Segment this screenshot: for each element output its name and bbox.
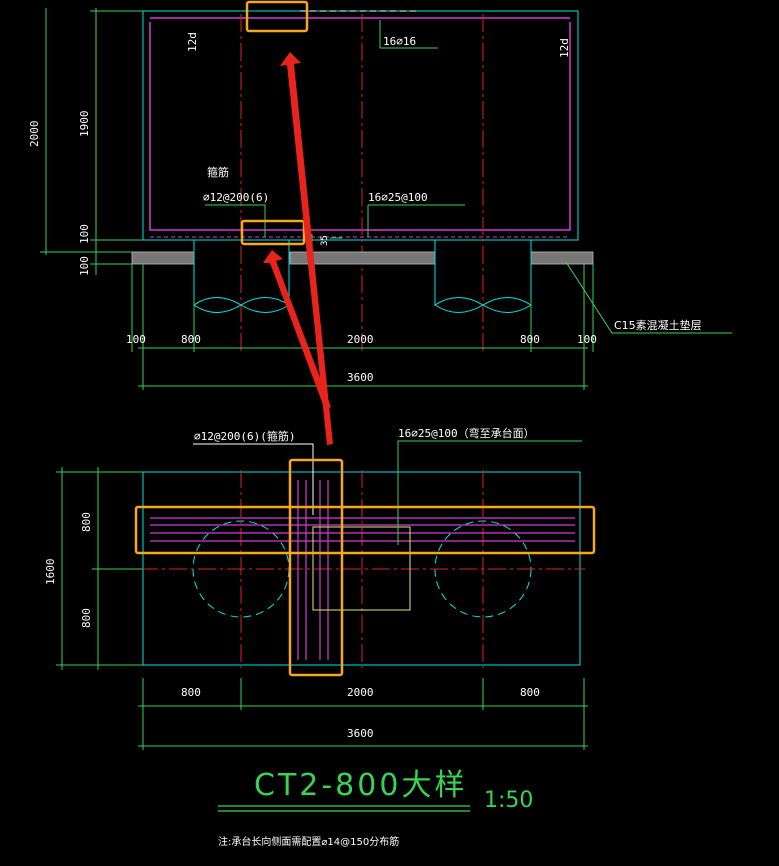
dim-2000-mid-label: 2000 bbox=[347, 333, 374, 346]
section-pile-left-break bbox=[193, 297, 290, 313]
plan-dim-800-left-label: 800 bbox=[181, 686, 201, 699]
annotation-arrows bbox=[263, 52, 333, 445]
label-stirrup: ⌀12@200(6) bbox=[203, 191, 269, 204]
plan-label-bars: 16⌀25@100（弯至承台面） bbox=[398, 426, 535, 440]
plan-leader-stirrup bbox=[193, 443, 314, 515]
label-top-bars: 16⌀16 bbox=[383, 35, 416, 48]
plan-dim-1600-label: 1600 bbox=[44, 559, 57, 586]
leader-stirrup bbox=[205, 204, 266, 237]
dim-2000-label: 2000 bbox=[28, 121, 41, 148]
dim-100-left-label: 100 bbox=[126, 333, 146, 346]
arrow-to-top-icon bbox=[280, 52, 333, 445]
arrow-to-bottom-icon bbox=[263, 250, 331, 410]
section-pile-right-break bbox=[434, 297, 532, 313]
label-35: 35 bbox=[320, 235, 330, 246]
highlight-plan-horizontal bbox=[134, 505, 596, 555]
title-block: CT2-800大样 1:50 注:承台长向侧面需配置⌀14@150分布筋 bbox=[218, 768, 533, 848]
section-view: 12d 12d 16⌀16 箍筋 ⌀12@200(6) 16⌀25@100 35… bbox=[28, 0, 732, 390]
section-rebar-cage bbox=[149, 22, 571, 231]
dim-100-right-label: 100 bbox=[577, 333, 597, 346]
label-12d-right: 12d bbox=[558, 38, 571, 58]
dim-800-right-label: 800 bbox=[520, 333, 540, 346]
plan-insert-outline bbox=[312, 526, 411, 611]
section-bedding-right bbox=[530, 251, 594, 265]
dim-100b-label: 100 bbox=[78, 256, 91, 276]
drawing-note: 注:承台长向侧面需配置⌀14@150分布筋 bbox=[218, 835, 399, 848]
plan-leader-bars bbox=[397, 440, 582, 545]
highlight-top-rebar bbox=[245, 0, 309, 33]
section-cap-outline bbox=[142, 10, 579, 241]
highlight-bottom-rebar bbox=[240, 219, 306, 246]
plan-dim-2000-label: 2000 bbox=[347, 686, 374, 699]
label-12d-left: 12d bbox=[186, 32, 199, 52]
leader-top-bars bbox=[379, 20, 438, 49]
section-bedding-left bbox=[131, 251, 195, 265]
label-bedding: C15素混凝土垫层 bbox=[614, 318, 702, 332]
leader-bedding bbox=[565, 261, 732, 334]
plan-label-stirrup: ⌀12@200(6)(箍筋) bbox=[194, 429, 295, 443]
highlight-plan-vertical bbox=[288, 458, 344, 677]
label-bottom-bars: 16⌀25@100 bbox=[368, 191, 428, 204]
label-stirrup-title: 箍筋 bbox=[207, 165, 229, 179]
plan-dim-3600-label: 3600 bbox=[347, 727, 374, 740]
plan-dim-800-right-label: 800 bbox=[520, 686, 540, 699]
drawing-scale: 1:50 bbox=[484, 788, 533, 813]
dim-1900-label: 1900 bbox=[78, 111, 91, 138]
drawing-title: CT2-800大样 bbox=[254, 768, 467, 803]
plan-dim-800-bottom-label: 800 bbox=[80, 608, 93, 628]
dim-800-left-label: 800 bbox=[181, 333, 201, 346]
dim-3600-label: 3600 bbox=[347, 371, 374, 384]
plan-view: ⌀12@200(6)(箍筋) 16⌀25@100（弯至承台面） 1600 800… bbox=[44, 426, 596, 750]
dim-100a-label: 100 bbox=[78, 224, 91, 244]
plan-dim-800-top-label: 800 bbox=[80, 512, 93, 532]
